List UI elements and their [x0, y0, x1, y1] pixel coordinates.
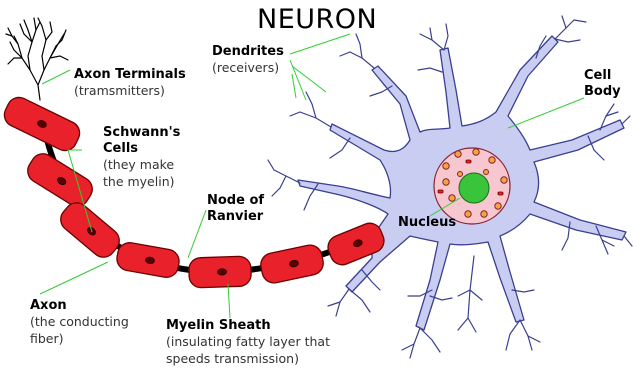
schwann-cell-segment — [115, 241, 181, 279]
axon-terminals-label-desc: (tramsmitters) — [74, 83, 165, 98]
axon-label: Axon (the conducting fiber) — [30, 298, 129, 348]
nucleus-label: Nucleus — [398, 215, 456, 231]
schwanns-cells-label-line1: Schwann's — [103, 125, 180, 140]
cell-body-label-line1: Cell — [584, 68, 611, 83]
cell-body-label-line2: Body — [584, 84, 621, 99]
schwann-cell-nucleus — [217, 269, 226, 276]
node-of-ranvier-label: Node of Ranvier — [207, 193, 264, 225]
schwann-cell-segment — [23, 149, 97, 210]
axon-terminals-label-name: Axon Terminals — [74, 67, 186, 82]
node-of-ranvier-label-line1: Node of — [207, 193, 264, 208]
schwanns-cells-label-desc1: (they make — [103, 157, 174, 172]
schwann-cell-segment — [0, 93, 83, 154]
dendrites-label: Dendrites (receivers) — [212, 44, 284, 77]
schwann-cell-segment — [188, 256, 251, 288]
schwann-cell-segment — [56, 198, 124, 262]
dendrites-label-desc: (receivers) — [212, 60, 279, 75]
myelin-sheath-label-name: Myelin Sheath — [166, 318, 271, 333]
axon-label-name: Axon — [30, 298, 67, 313]
dendrites-label-name: Dendrites — [212, 44, 284, 59]
nucleus-drawing — [434, 148, 510, 224]
axon-label-desc1: (the conducting — [30, 314, 129, 329]
axon-terminals-drawing — [6, 18, 68, 100]
node-of-ranvier-label-line2: Ranvier — [207, 209, 263, 224]
diagram-title: NEURON — [257, 4, 377, 36]
myelin-sheath-label-desc2: speeds transmission) — [166, 351, 299, 366]
schwanns-cells-label-line2: Cells — [103, 141, 138, 156]
nucleolus — [459, 173, 489, 203]
cell-body-label: Cell Body — [584, 68, 621, 100]
myelin-sheath-label-desc1: (insulating fatty layer that — [166, 334, 330, 349]
schwanns-cells-label-desc2: the myelin) — [103, 174, 175, 189]
nucleus-label-name: Nucleus — [398, 215, 456, 230]
myelin-sheath-label: Myelin Sheath (insulating fatty layer th… — [166, 318, 330, 368]
axon-label-desc2: fiber) — [30, 331, 64, 346]
schwann-cell-segment — [259, 243, 326, 285]
schwanns-cells-label: Schwann's Cells (they make the myelin) — [103, 125, 180, 191]
axon-terminals-label: Axon Terminals (tramsmitters) — [74, 67, 186, 100]
